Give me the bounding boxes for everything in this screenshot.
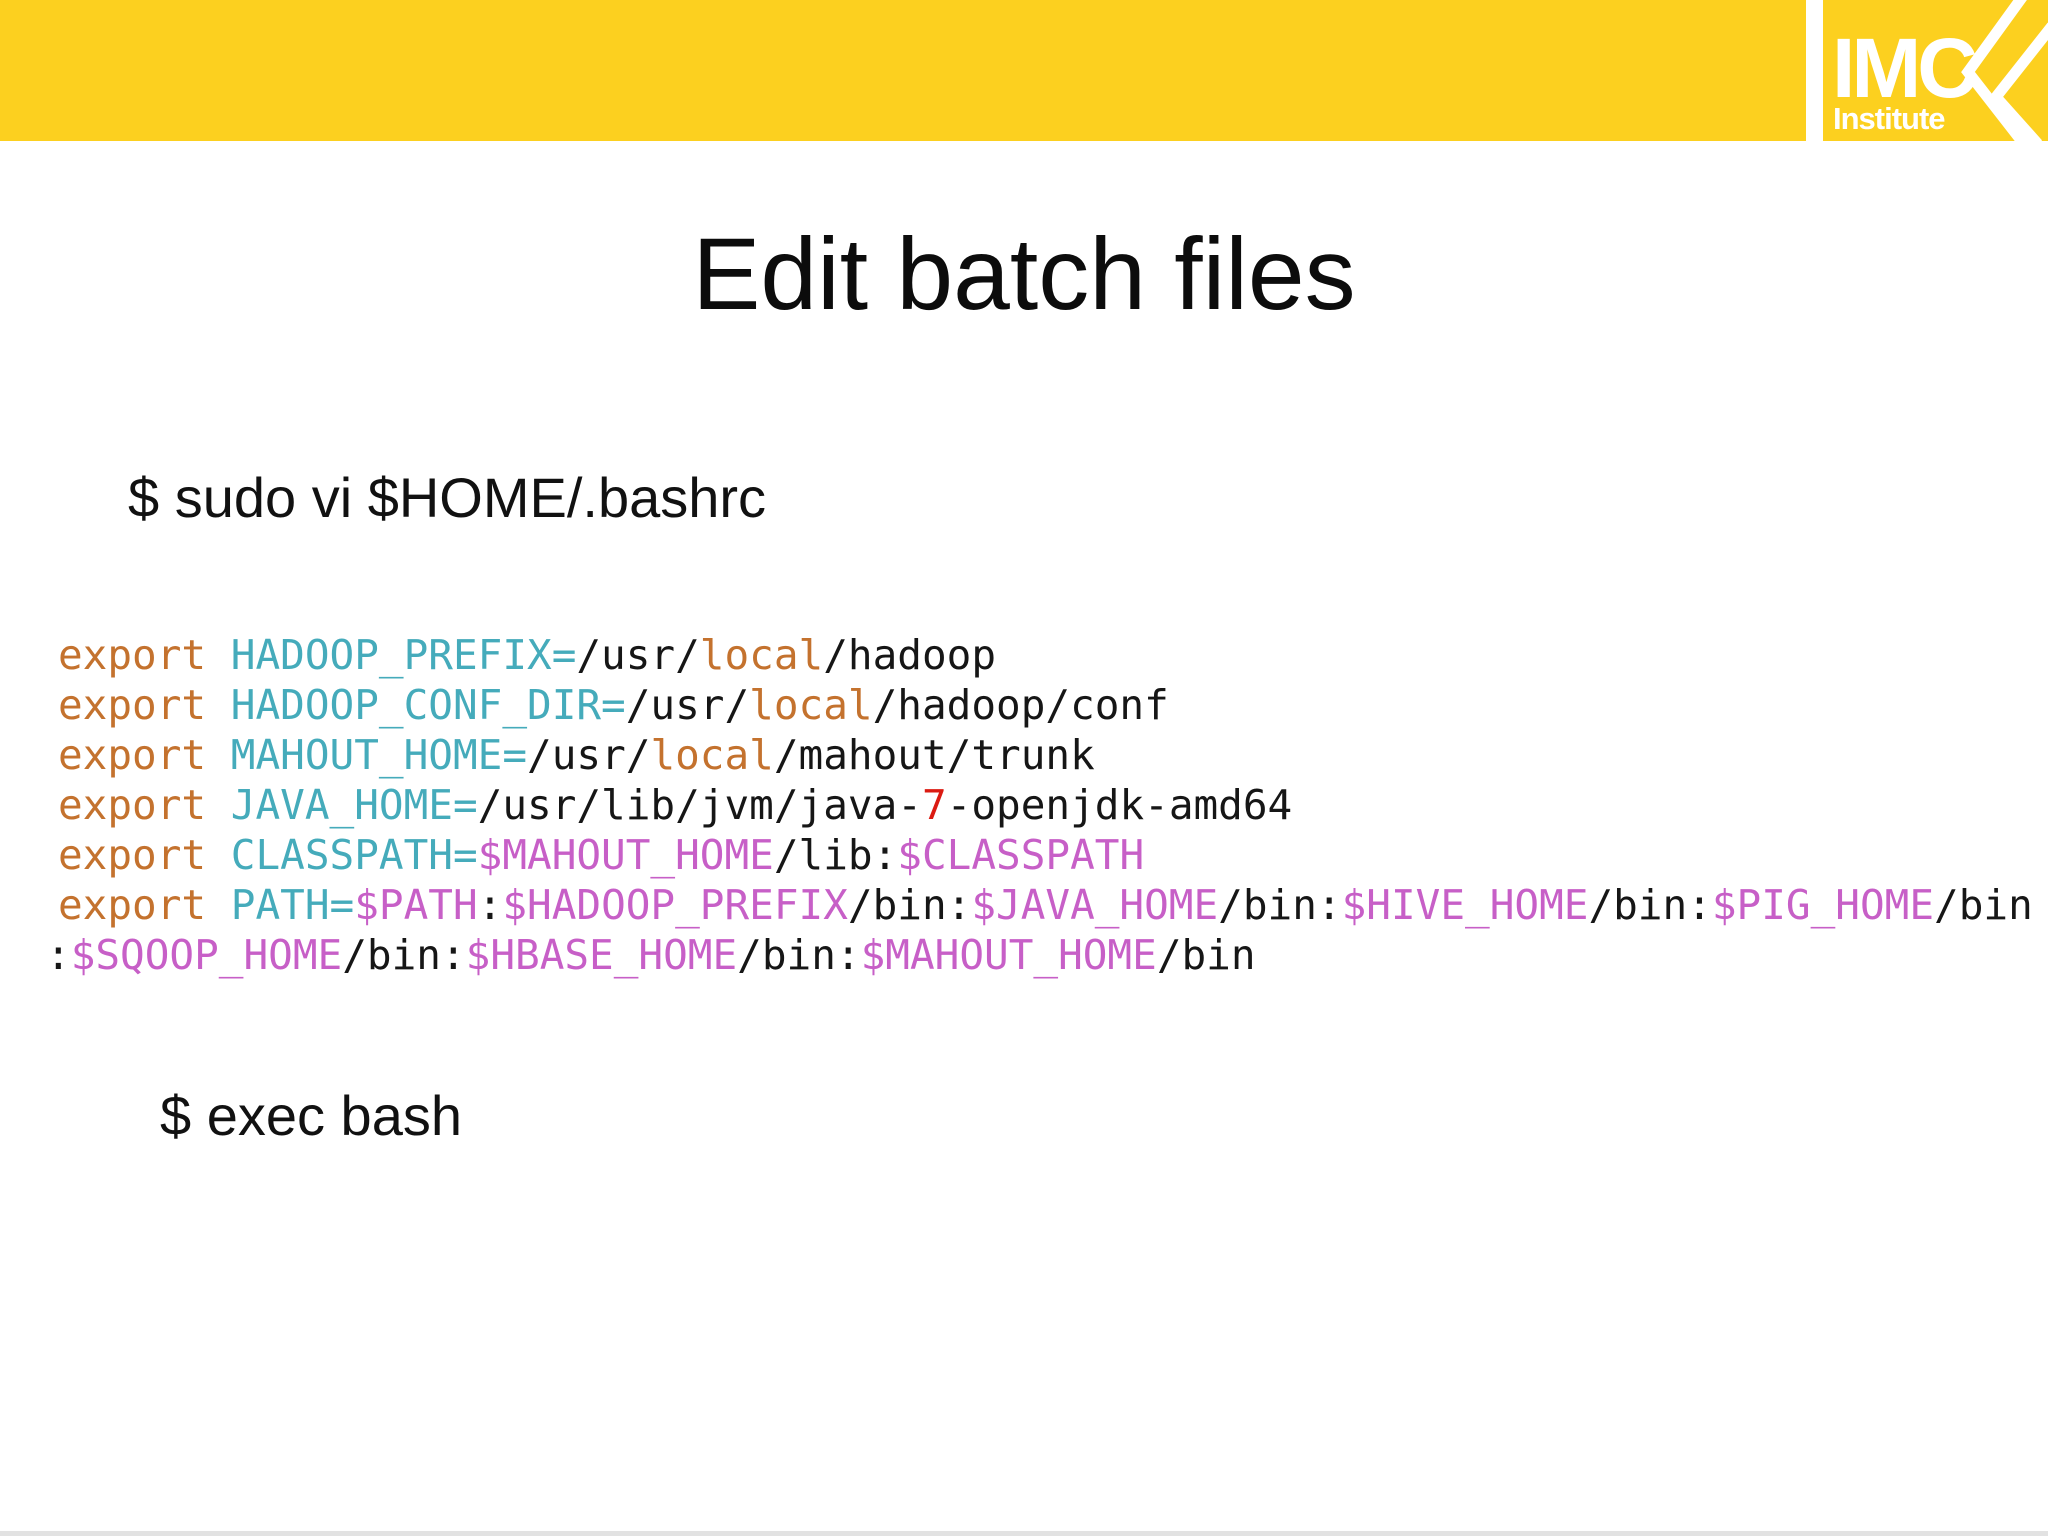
code-token-exp: $JAVA_HOME xyxy=(971,881,1219,929)
code-token-exp: $MAHOUT_HOME xyxy=(860,931,1157,979)
header-yellow-bar xyxy=(0,0,1806,141)
code-token-exp: $HADOOP_PREFIX xyxy=(502,881,848,929)
code-token-tx: /usr/ xyxy=(625,681,750,729)
code-token-kw: export xyxy=(58,631,231,679)
code-line: :$SQOOP_HOME/bin:$HBASE_HOME/bin:$MAHOUT… xyxy=(46,930,2036,980)
code-token-tx: /mahout/trunk xyxy=(773,731,1095,779)
code-token-kw: export xyxy=(58,781,231,829)
code-token-tx: /hadoop xyxy=(823,631,997,679)
code-token-tx: /bin: xyxy=(342,931,466,979)
code-token-var: HADOOP_PREFIX= xyxy=(230,631,577,679)
code-line: export CLASSPATH=$MAHOUT_HOME/lib:$CLASS… xyxy=(46,830,2036,880)
code-line: export HADOOP_PREFIX=/usr/local/hadoop xyxy=(46,630,2036,680)
code-token-exp: $MAHOUT_HOME xyxy=(477,831,774,879)
code-token-var: CLASSPATH= xyxy=(230,831,478,879)
code-token-kw: export xyxy=(58,681,231,729)
command-exec-bash: $ exec bash xyxy=(160,1084,462,1147)
code-token-exp: $CLASSPATH xyxy=(897,831,1145,879)
code-token-num: 7 xyxy=(921,781,947,829)
code-token-kw: local xyxy=(749,681,873,729)
code-token-exp: $HBASE_HOME xyxy=(465,931,738,979)
code-token-var: HADOOP_CONF_DIR= xyxy=(230,681,626,729)
command-sudo-vi-bashrc: $ sudo vi $HOME/.bashrc xyxy=(128,466,767,529)
code-line: export PATH=$PATH:$HADOOP_PREFIX/bin:$JA… xyxy=(46,880,2036,930)
code-token-tx: : xyxy=(46,931,71,979)
code-token-exp: $PATH xyxy=(354,881,478,929)
logo-text-imc: IMC xyxy=(1832,21,1978,115)
code-line: export JAVA_HOME=/usr/lib/jvm/java-7-ope… xyxy=(46,780,2036,830)
code-token-var: PATH= xyxy=(230,881,355,929)
code-token-exp: $PIG_HOME xyxy=(1711,881,1935,929)
logo-divider xyxy=(1806,0,1823,141)
code-token-tx: /lib: xyxy=(773,831,898,879)
code-token-tx: : xyxy=(477,881,503,929)
code-token-tx: /usr/ xyxy=(576,631,700,679)
code-token-kw: local xyxy=(699,631,824,679)
code-token-exp: $SQOOP_HOME xyxy=(70,931,343,979)
code-token-kw: export xyxy=(58,831,231,879)
logo-text-institute: Institute xyxy=(1833,101,1946,136)
code-token-tx: /usr/ xyxy=(527,731,651,779)
chevron-left-icon xyxy=(1961,0,2048,141)
header-band: IMC Institute xyxy=(0,0,2048,141)
code-token-tx: /hadoop/conf xyxy=(872,681,1169,729)
code-token-var: MAHOUT_HOME= xyxy=(230,731,528,779)
code-token-tx: /bin: xyxy=(737,931,861,979)
code-token-var: JAVA_HOME= xyxy=(230,781,478,829)
code-line: export HADOOP_CONF_DIR=/usr/local/hadoop… xyxy=(46,680,2036,730)
code-token-tx: -openjdk-amd64 xyxy=(946,781,1293,829)
code-line: export MAHOUT_HOME=/usr/local/mahout/tru… xyxy=(46,730,2036,780)
code-token-tx: /usr/lib/jvm/java- xyxy=(477,781,922,829)
code-token-kw: export xyxy=(58,881,231,929)
page-title: Edit batch files xyxy=(692,217,1356,331)
code-token-tx: /bin xyxy=(1156,931,1256,979)
code-token-kw: local xyxy=(650,731,774,779)
code-token-kw: export xyxy=(58,731,231,779)
code-token-exp: $HIVE_HOME xyxy=(1341,881,1589,929)
code-token-tx: /bin: xyxy=(1588,881,1712,929)
code-token-tx: /bin: xyxy=(1218,881,1342,929)
code-token-tx: /bin: xyxy=(847,881,972,929)
imc-institute-logo: IMC Institute xyxy=(1823,0,2048,141)
code-token-tx: /bin xyxy=(1934,881,2033,929)
